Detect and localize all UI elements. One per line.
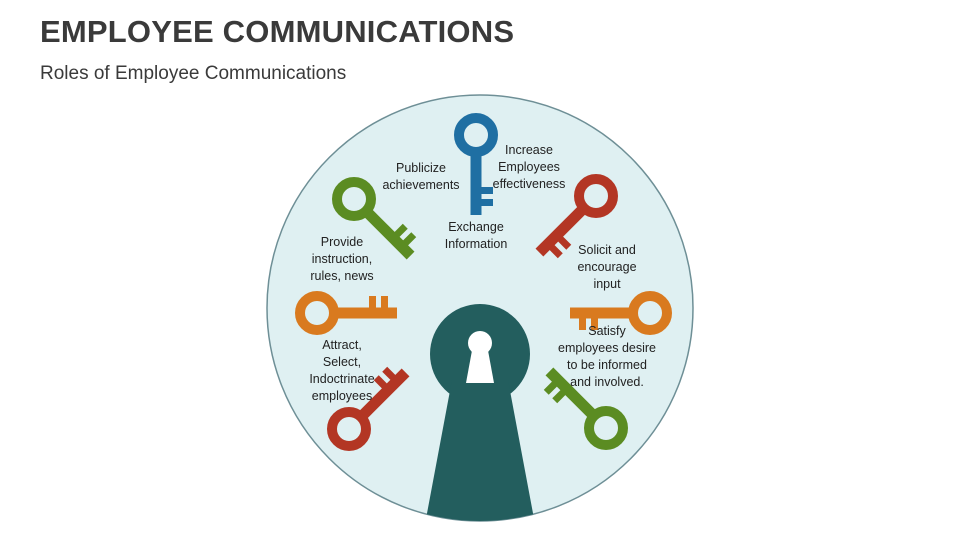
red-bottom-key-icon [327,366,410,451]
orange-right-key-icon [570,291,672,335]
label-satisfy-employees: Satisfy employees desire to be informed … [558,324,656,389]
orange-left-key-icon [295,291,397,335]
green-top-key-icon [332,177,417,260]
green-bottom-key-icon [543,367,628,450]
label-exchange-information: Exchange Information [444,220,508,251]
blue-key-icon [454,113,498,215]
keyhole-icon [422,304,538,521]
page-subtitle: Roles of Employee Communications [40,63,347,84]
label-solicit-input: Solicit and encourage input [577,243,637,291]
label-increase-effectiveness: Increase Employees effectiveness [492,143,566,191]
red-top-key-icon [535,174,618,259]
label-provide-instruction: Provide instruction, rules, news [310,235,374,283]
label-publicize-achievements: Publicize achievements [382,161,460,192]
page-title: EMPLOYEE COMMUNICATIONS [40,14,515,49]
label-attract-select: Attract, Select, Indoctrinate employees [309,338,375,403]
